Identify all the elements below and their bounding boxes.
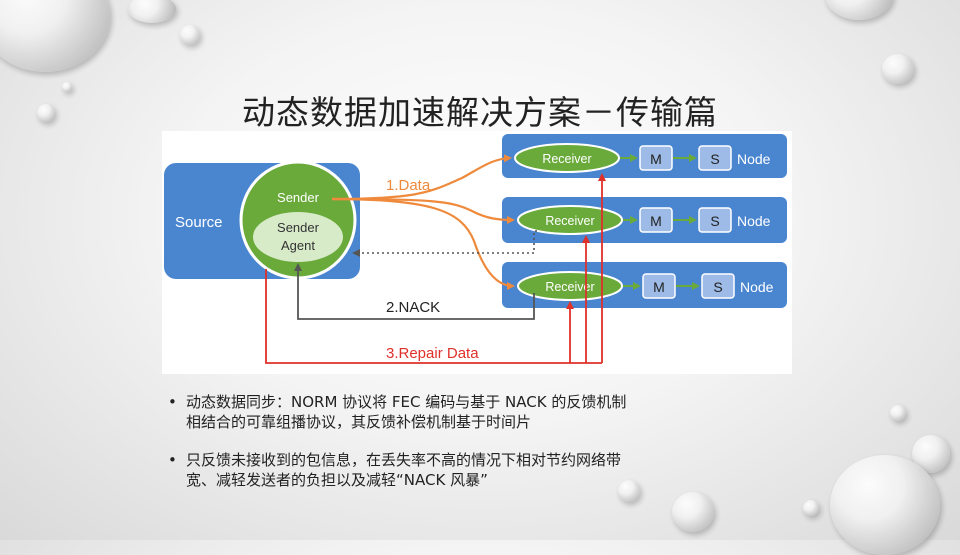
sender-agent-label-line2: Agent [281,238,315,253]
bullet-item-1: • 动态数据同步：NORM 协议将 FEC 编码与基于 NACK 的反馈机制相结… [168,392,638,432]
receiver-label-3: Receiver [545,280,594,294]
m-label-3: M [653,279,665,295]
s-label-3: S [713,279,722,295]
s-label-1: S [710,151,719,167]
bullet-item-2: • 只反馈未接收到的包信息，在丢失率不高的情况下相对节约网络带宽、减轻发送者的负… [168,450,638,490]
water-drop-decoration [882,54,914,84]
m-box-3 [642,273,676,299]
data-arrow-to-node-1 [331,154,512,201]
receiver-ellipse-3 [517,271,623,301]
transport-diagram: Source Sender Sender Agent Receiver M S … [162,131,792,374]
s-label-2: S [710,213,719,229]
m-box-2 [639,207,673,233]
s-box-3 [701,273,735,299]
water-drop-decoration [62,82,72,92]
water-drop-decoration [618,480,640,502]
data-label: 1.Data [386,177,431,194]
water-drop-decoration [803,500,819,516]
bullet-list: • 动态数据同步：NORM 协议将 FEC 编码与基于 NACK 的反馈机制相结… [168,392,638,508]
water-drop-decoration [37,104,55,122]
dotted-nack-arrow [352,230,537,257]
m-label-2: M [650,213,662,229]
receiver-ellipse-2 [517,205,623,235]
node-label-3: Node [740,279,774,295]
bullet-text-1: 动态数据同步：NORM 协议将 FEC 编码与基于 NACK 的反馈机制相结合的… [186,393,627,431]
node-label-1: Node [737,151,771,167]
water-drop-decoration [128,0,176,23]
water-drop-decoration [180,25,200,45]
sender-label: Sender [277,190,320,205]
s-box-1 [698,145,732,171]
source-label: Source [175,214,223,231]
sender-agent-label-line1: Sender [277,220,320,235]
receiver-label-2: Receiver [545,214,594,228]
bullet-text-2: 只反馈未接收到的包信息，在丢失率不高的情况下相对节约网络带宽、减轻发送者的负担以… [186,451,622,489]
sender-agent-ellipse [253,212,343,262]
slide-title: 动态数据加速解决方案－传输篇 [242,93,718,132]
water-drop-decoration [890,405,906,421]
m-label-1: M [650,151,662,167]
nack-label: 2.NACK [386,299,440,316]
m-box-1 [639,145,673,171]
data-arrow-to-node-3 [331,197,515,290]
bullet-dot: • [168,393,177,411]
receiver-label-1: Receiver [542,152,591,166]
water-drop-decoration [830,455,940,555]
repair-path-main [265,269,602,364]
bullet-dot: • [168,451,177,469]
water-drop-decoration [825,0,893,20]
receiver-ellipse-1 [514,143,620,173]
s-box-2 [698,207,732,233]
repair-label: 3.Repair Data [386,345,479,362]
nack-arrow [294,263,535,320]
node-label-2: Node [737,213,771,229]
water-drop-decoration [672,492,714,532]
data-arrow-to-node-2 [331,197,515,224]
diagram-svg: Source Sender Sender Agent Receiver M S … [164,134,787,364]
water-drop-decoration [0,0,110,72]
